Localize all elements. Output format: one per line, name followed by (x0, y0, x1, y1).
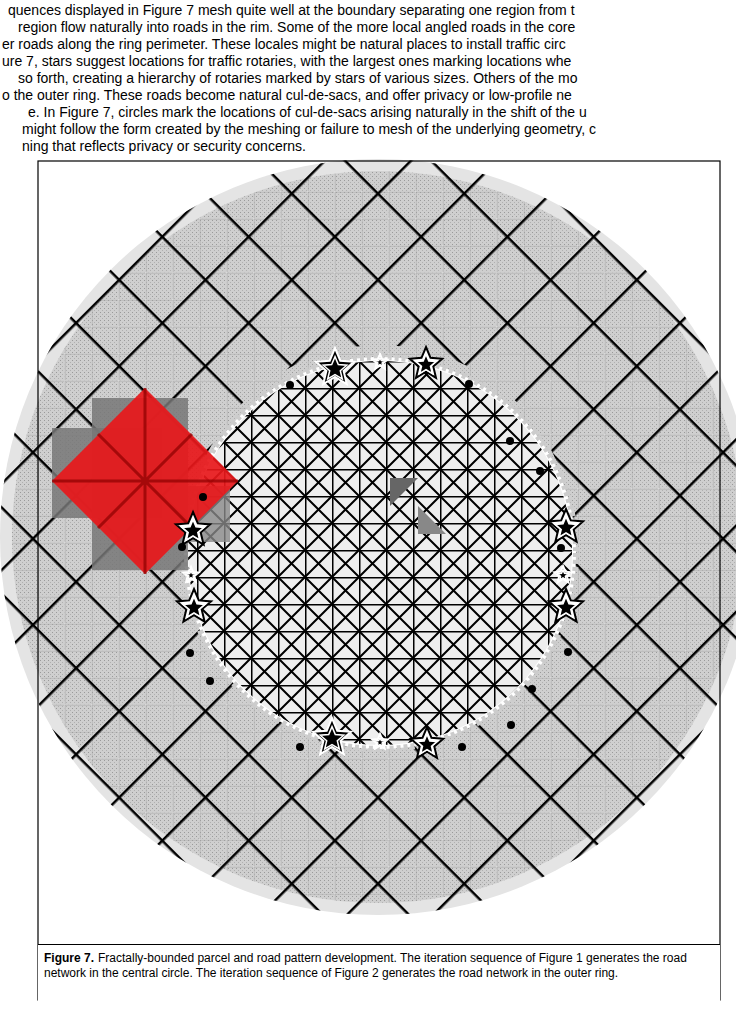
rotary-star (183, 597, 204, 617)
rotary-star (372, 354, 387, 369)
cul-de-sac-dot (557, 544, 565, 552)
rotary-star (176, 512, 210, 545)
cul-de-sac-dot (465, 380, 473, 388)
rotary-star (549, 589, 583, 622)
body-text-line: might follow the form created by the mes… (22, 121, 596, 137)
rotary-star (313, 718, 351, 754)
body-text-line: ning that reflects privacy or security c… (22, 138, 306, 154)
cul-de-sac-dot (536, 467, 544, 475)
cul-de-sac-dot (286, 381, 294, 389)
rotary-star (183, 567, 198, 582)
cul-de-sac-dot (296, 743, 304, 751)
cul-de-sac-dot (507, 721, 515, 729)
figure-number: Figure 7. (44, 951, 94, 965)
cul-de-sac-dot (186, 649, 194, 657)
rotary-star (555, 597, 576, 617)
rotary-star (372, 734, 387, 749)
caption-text: Figure 7.Fractally-bounded parcel and ro… (44, 951, 714, 981)
rotary-star (375, 737, 384, 746)
caption: Fractally-bounded parcel and road patter… (44, 951, 687, 980)
rotary-star (549, 509, 583, 542)
body-text-line: e. In Figure 7, circles mark the locatio… (28, 104, 587, 120)
rotary-star (320, 727, 344, 749)
body-text-line: er roads along the ring perimeter. These… (2, 36, 566, 52)
rotary-star (323, 357, 347, 379)
body-text-line: region flow naturally into roads in the … (18, 19, 575, 35)
caption-box: Figure 7.Fractally-bounded parcel and ro… (38, 944, 720, 1001)
rotary-star (177, 589, 211, 622)
rotary-star (417, 734, 437, 753)
rotary-star (182, 520, 203, 540)
rotary-star (186, 570, 195, 579)
cul-de-sac-dot (528, 685, 536, 693)
rotary-star (554, 566, 571, 582)
cul-de-sac-dot (178, 543, 186, 551)
rotary-star (555, 517, 576, 537)
rotary-star (558, 570, 569, 580)
cul-de-sac-dot (206, 677, 214, 685)
body-text-line: ure 7, stars suggest locations for traff… (2, 53, 571, 69)
rotary-star (411, 727, 443, 758)
body-text-line: quences displayed in Figure 7 mesh quite… (8, 2, 575, 18)
cul-de-sac-dot (506, 437, 514, 445)
rotary-star (316, 348, 354, 384)
cul-de-sac-dot (199, 493, 207, 501)
rotary-star (416, 354, 436, 373)
body-text-line: o the outer ring. These roads become nat… (2, 87, 572, 103)
rotary-star (410, 347, 442, 378)
body-text-line: so forth, creating a hierarchy of rotari… (18, 70, 577, 86)
rotary-star (375, 357, 384, 366)
cul-de-sac-dot (564, 648, 572, 656)
cul-de-sac-dot (458, 743, 466, 751)
